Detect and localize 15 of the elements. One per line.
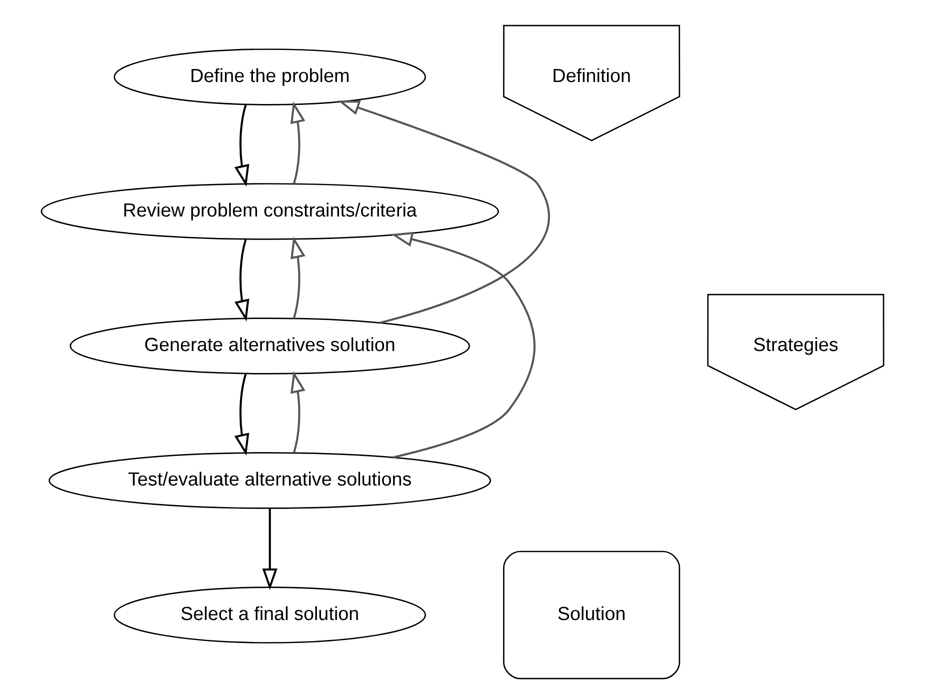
node-ellipse: Select a final solution xyxy=(114,586,426,644)
arrow xyxy=(262,508,278,590)
node-box: Solution xyxy=(503,550,680,680)
arrow xyxy=(234,104,250,187)
arrow xyxy=(290,371,306,453)
arrow xyxy=(234,374,250,456)
arrow xyxy=(391,232,536,458)
node-ellipse: Generate alternatives solution xyxy=(70,318,470,374)
arrow xyxy=(290,101,306,184)
arrow xyxy=(290,236,306,319)
arrow xyxy=(338,100,550,324)
node-ellipse: Define the problem xyxy=(114,48,426,106)
arrow xyxy=(234,239,250,322)
node-ellipse: Review problem constraints/criteria xyxy=(40,183,499,240)
node-ellipse: Test/evaluate alternative solutions xyxy=(48,452,492,509)
